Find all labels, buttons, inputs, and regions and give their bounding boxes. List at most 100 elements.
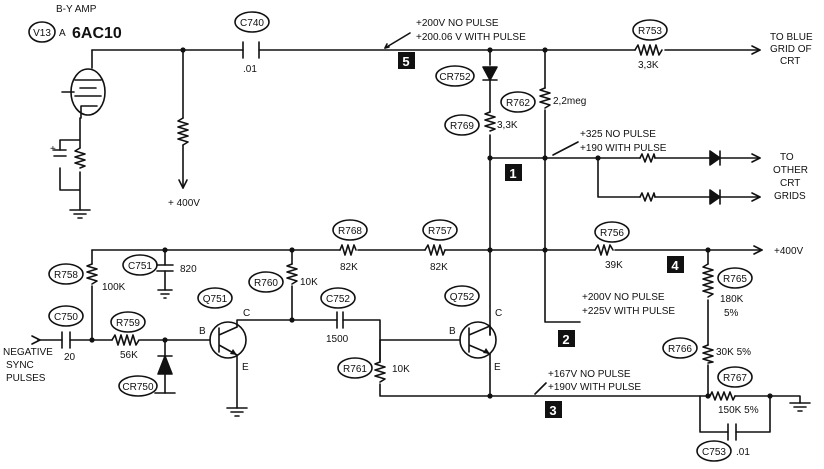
svg-text:4: 4 <box>671 258 679 273</box>
r768-badge: R768 <box>332 219 368 241</box>
supply-400-left: + 400V <box>168 198 200 209</box>
svg-text:R753: R753 <box>638 26 662 37</box>
svg-text:1: 1 <box>509 166 516 181</box>
test-point-4 <box>667 256 684 273</box>
svg-text:R769: R769 <box>450 121 474 132</box>
resistor-r769 <box>484 111 496 132</box>
r769-value: 3,3K <box>497 120 518 131</box>
r760-badge: R760 <box>248 271 284 293</box>
grid-diode-1 <box>709 150 721 166</box>
resistor-r766 <box>702 344 714 364</box>
r757-value: 82K <box>430 262 448 273</box>
svg-text:R767: R767 <box>723 373 747 384</box>
other-grids-label-2: OTHER <box>773 165 808 176</box>
r761-value: 10K <box>392 364 410 375</box>
capacitor-c750 <box>61 331 71 349</box>
tube-ref: V13 <box>33 28 51 39</box>
ground-q751 <box>226 407 248 417</box>
test-point-5 <box>398 52 415 69</box>
resistor-r762 <box>539 87 551 109</box>
svg-text:R759: R759 <box>116 318 140 329</box>
input-label-1: NEGATIVE <box>3 347 53 358</box>
svg-text:R766: R766 <box>668 344 692 355</box>
resistor-r761 <box>374 361 386 383</box>
cathode-capacitor <box>53 149 67 157</box>
tp3-line1: +167V NO PULSE <box>548 369 631 380</box>
tube-title: B-Y AMP <box>56 4 97 15</box>
svg-text:C751: C751 <box>128 261 152 272</box>
other-grids-label-4: GRIDS <box>774 191 806 202</box>
r766-badge: R766 <box>662 337 698 359</box>
cr750-badge: CR750 <box>118 375 158 397</box>
capacitor-c752 <box>336 311 344 329</box>
svg-text:Q751: Q751 <box>203 294 228 305</box>
vacuum-tube <box>61 68 106 119</box>
tp3-leader <box>534 382 547 395</box>
r765-value: 180K <box>720 294 744 305</box>
tube-suffix: A <box>59 28 66 39</box>
resistor-r756 <box>594 244 614 256</box>
tp1-leader <box>552 141 579 156</box>
svg-text:R758: R758 <box>54 270 78 281</box>
capacitor-c753 <box>727 423 737 441</box>
q752-base-pin: B <box>449 326 456 337</box>
tp1-line2: +190 WITH PULSE <box>580 143 667 154</box>
resistor-r768 <box>339 244 357 256</box>
junction-dots <box>89 47 773 399</box>
tp5-leader <box>384 32 411 49</box>
capacitor-c751 <box>156 264 174 299</box>
q751-collector-pin: C <box>243 308 250 319</box>
tp5-line2: +200.06 V WITH PULSE <box>416 32 526 43</box>
r760-value: 10K <box>300 277 318 288</box>
q752-collector-pin: C <box>495 308 502 319</box>
r762-badge: R762 <box>500 91 536 113</box>
r761-badge: R761 <box>337 357 373 379</box>
q751-base-pin: B <box>199 326 206 337</box>
tp1-line1: +325 NO PULSE <box>580 129 656 140</box>
tp2-line2: +225V WITH PULSE <box>582 306 675 317</box>
input-label-2: SYNC <box>6 360 34 371</box>
other-grids-label-3: CRT <box>780 178 800 189</box>
plate-resistor <box>177 117 189 146</box>
other-grids-label-1: TO <box>780 152 794 163</box>
resistor-r757 <box>424 244 446 256</box>
svg-text:R765: R765 <box>723 274 747 285</box>
r758-badge: R758 <box>48 263 84 285</box>
svg-text:R768: R768 <box>338 226 362 237</box>
c740-badge: C740 <box>234 11 270 33</box>
tp5-line1: +200V NO PULSE <box>416 18 499 29</box>
svg-text:R762: R762 <box>506 98 530 109</box>
capacitor-c740 <box>242 41 260 59</box>
r756-value: 39K <box>605 260 623 271</box>
svg-text:R757: R757 <box>428 226 452 237</box>
blue-grid-label-1: TO BLUE <box>770 32 813 43</box>
c752-value: 1500 <box>326 334 349 345</box>
r767-value: 150K 5% <box>718 405 759 416</box>
resistor-r758 <box>86 263 98 285</box>
test-point-1 <box>505 164 522 181</box>
svg-text:5: 5 <box>402 54 409 69</box>
r768-value: 82K <box>340 262 358 273</box>
r766-value: 30K 5% <box>716 347 751 358</box>
test-point-3 <box>545 401 562 418</box>
svg-text:CR752: CR752 <box>439 72 471 83</box>
r757-badge: R757 <box>422 219 458 241</box>
ground-symbol <box>69 209 91 219</box>
blue-grid-label-2: GRID OF <box>770 44 812 55</box>
cr752-badge: CR752 <box>435 65 475 87</box>
test-point-2 <box>558 330 575 347</box>
grid-diode-2 <box>709 189 721 205</box>
r756-badge: R756 <box>594 221 630 243</box>
svg-text:C740: C740 <box>240 18 264 29</box>
grid-resistor-1 <box>639 153 656 163</box>
transistor-q751 <box>209 321 247 359</box>
transistor-q752 <box>459 321 497 359</box>
resistor-r759 <box>111 334 140 346</box>
r759-value: 56K <box>120 350 138 361</box>
c750-value: 20 <box>64 352 76 363</box>
r758-value: 100K <box>102 282 126 293</box>
svg-text:C752: C752 <box>326 294 350 305</box>
svg-text:C753: C753 <box>702 447 726 458</box>
svg-text:3: 3 <box>549 403 556 418</box>
blue-grid-label-3: CRT <box>780 56 800 67</box>
